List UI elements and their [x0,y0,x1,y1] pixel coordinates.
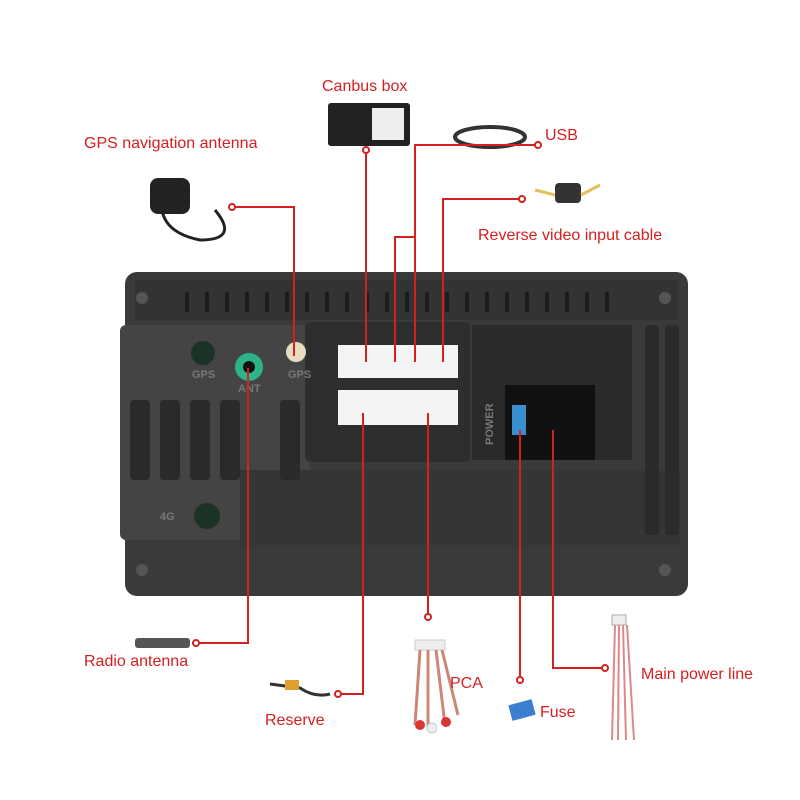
unit-label-gps2: GPS [288,369,311,381]
label-canbus-box: Canbus box [322,78,408,95]
power-harness-image [611,614,635,741]
line-power [552,430,605,669]
unit-label-gps1: GPS [192,369,215,381]
4g-port [194,503,220,529]
label-main-power: Main power line [641,666,754,683]
label-pca: PCA [450,675,483,692]
unit-label-ant: ANT [238,383,261,395]
label-radio-antenna: Radio antenna [84,653,189,670]
usb-cable-image [453,125,527,149]
head-unit: GPS GPS ANT 4G POWER [120,272,688,596]
gps-antenna-image [150,178,227,242]
callout-lines [196,144,605,695]
unit-label-power: POWER [484,403,496,445]
reserve-cable-image [269,680,331,697]
unit-label-4g: 4G [160,511,175,523]
label-fuse: Fuse [540,704,576,721]
gps-port-2 [286,342,306,362]
line-gps [232,206,295,356]
label-gps-antenna: GPS navigation antenna [84,135,258,152]
radio-antenna-image [135,638,190,648]
fuse-image [508,699,536,721]
line-radio [196,368,249,644]
reverse-camera-image [534,183,601,203]
gps-port-1 [191,341,215,365]
label-reserve: Reserve [265,712,325,729]
line-reserve [338,413,364,695]
label-reverse-video: Reverse video input cable [478,227,663,244]
line-reverse [442,198,522,362]
connector-bottom [338,390,458,425]
pca-harness-image [413,639,460,734]
line-usb [394,144,538,362]
connector-top [338,345,458,378]
label-usb: USB [545,127,578,144]
fuse-slot [512,405,526,435]
callout-dots [192,141,609,698]
